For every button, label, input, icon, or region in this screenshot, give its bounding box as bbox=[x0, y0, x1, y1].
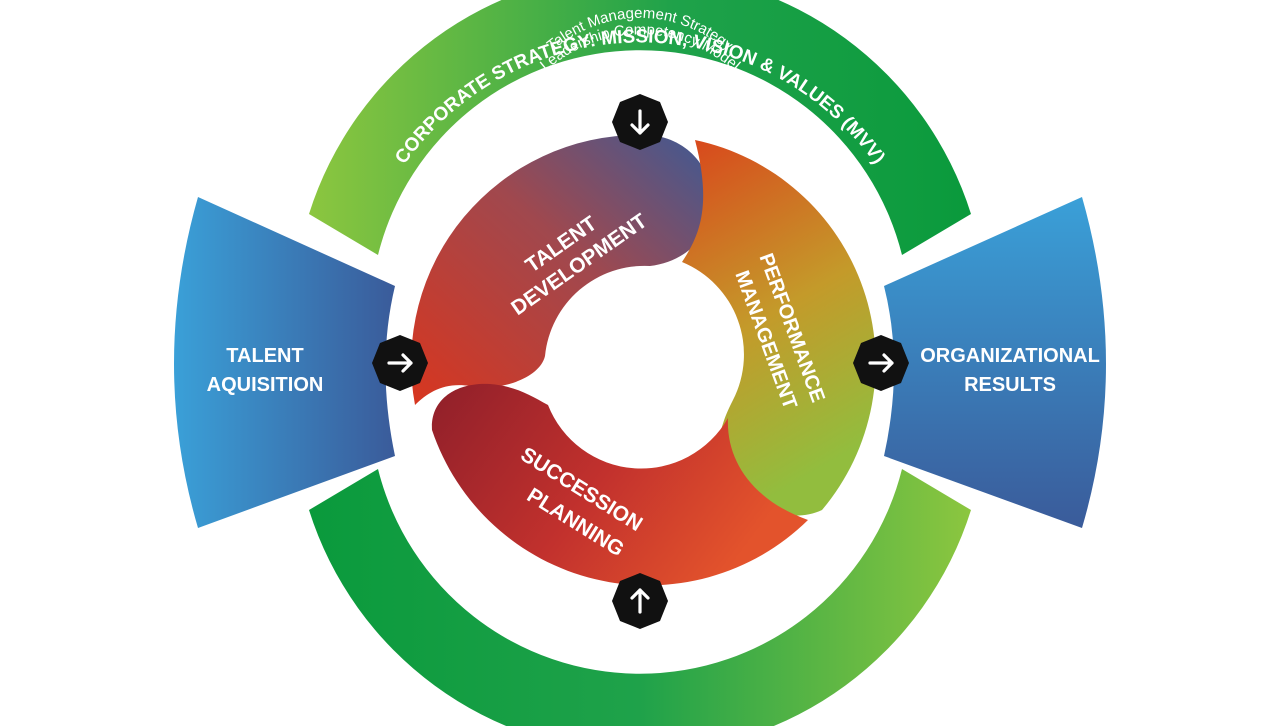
cycle-segment-succession-planning: SUCCESSION PLANNING bbox=[431, 383, 808, 586]
arrow-up-icon bbox=[612, 573, 668, 629]
organizational-results-panel: ORGANIZATIONAL RESULTS bbox=[884, 197, 1106, 528]
talent-acquisition-panel: TALENT AQUISITION bbox=[174, 197, 395, 528]
organizational-results-label-line2: RESULTS bbox=[964, 374, 1056, 396]
cycle-segment-talent-development: TALENT DEVELOPMENT bbox=[411, 134, 712, 406]
organizational-results-label-line1: ORGANIZATIONAL bbox=[920, 345, 1100, 367]
arrow-right-icon bbox=[372, 335, 428, 391]
arrow-right-icon bbox=[853, 335, 909, 391]
talent-acquisition-label-line2: AQUISITION bbox=[207, 374, 324, 396]
talent-acquisition-label-line1: TALENT bbox=[226, 345, 303, 367]
arrow-down-icon bbox=[612, 94, 668, 150]
cycle-segment-performance-management: PERFORMANCE MANAGEMENT bbox=[682, 140, 876, 516]
